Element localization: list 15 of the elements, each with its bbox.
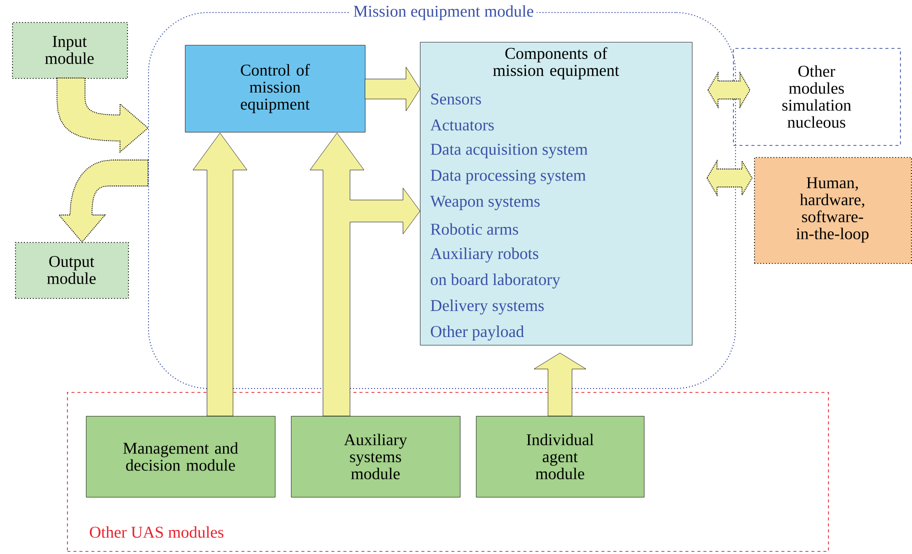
block-arrow: [310, 132, 420, 416]
module-box: Human, hardware, software-in-the-loop: [754, 157, 912, 264]
block-arrow: [58, 160, 148, 243]
block-arrow: [56, 78, 149, 153]
module-box: Individual agent module: [476, 416, 644, 498]
block-arrow: [364, 66, 420, 112]
module-box: Management and decision module: [86, 416, 276, 498]
module-box: Auxiliary systems module: [291, 416, 460, 498]
module-box: Output module: [15, 242, 129, 299]
block-arrow: [534, 352, 586, 416]
module-box: Input module: [12, 22, 128, 79]
block-arrow: [192, 132, 248, 416]
process-box: Control of mission equipment: [185, 45, 366, 132]
component-box: Components of mission equipment Sensors Actuators Data acquisition system Data processing system Weapon systems Robotic arms Auxiliary robots on board laboratory Delivery systems Other payload: [420, 42, 692, 346]
module-box: Other modules simulation nucleous: [733, 48, 901, 146]
